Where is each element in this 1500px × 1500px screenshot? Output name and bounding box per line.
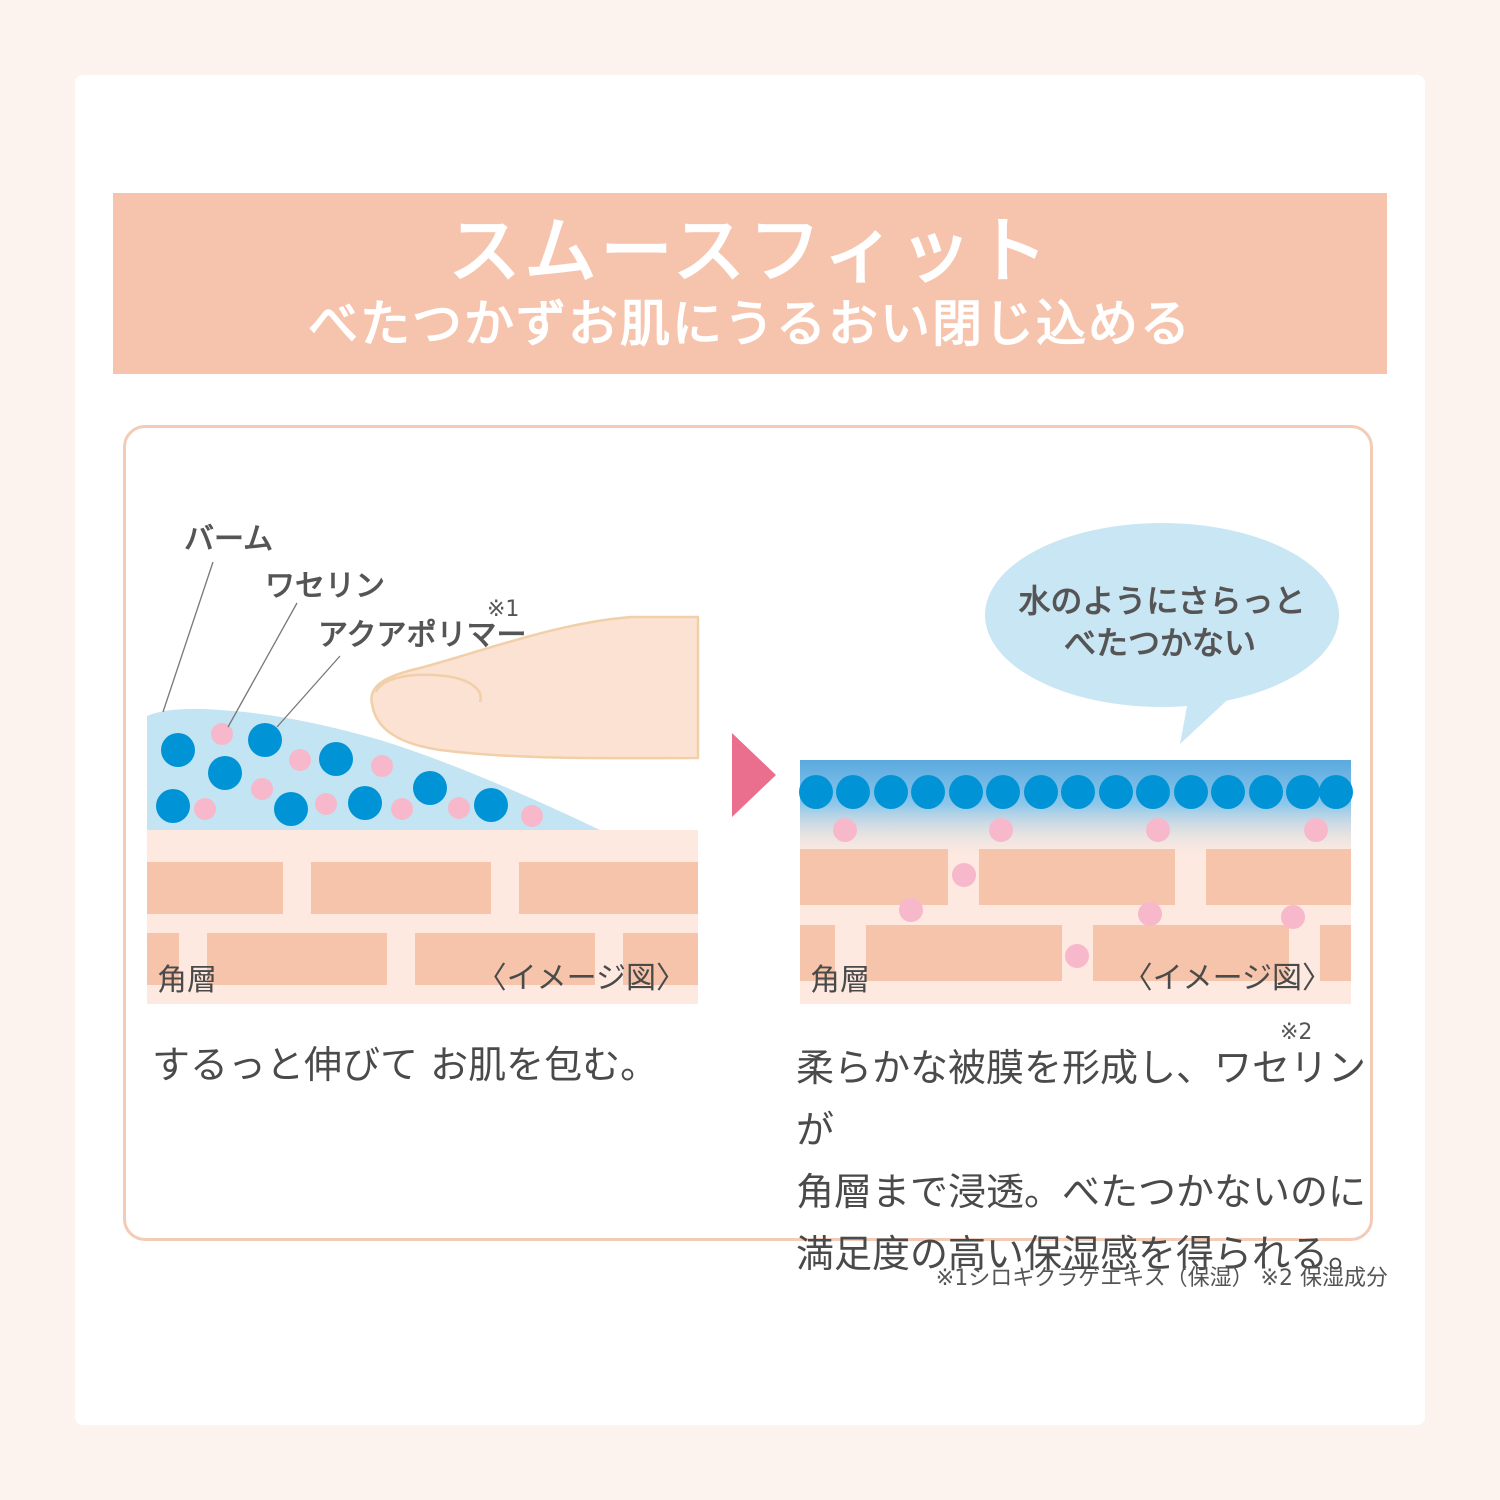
right-layer-label: 角層 [810,963,870,998]
label-balm: バーム [184,522,273,557]
left-skin-cells [147,862,698,985]
right-skin-cells [800,849,1351,981]
fingernail-icon [374,673,482,703]
speech-bubble: 水のようにさらっと べたつかない [985,523,1339,744]
finger-icon [370,615,700,760]
vaseline-penetration [833,818,1328,968]
title-banner: スムースフィット べたつかずお肌にうるおい閉じ込める [113,193,1387,374]
label-aqua-polymer-note: ※1 [487,597,519,622]
right-caption-line-1: 柔らかな被膜を形成し、ワセリンが [796,1046,1367,1152]
film-gradient-layer [800,760,1351,860]
right-image-note: 〈イメージ図〉 [1123,961,1332,996]
speech-bubble-line-2: べたつかない [1064,624,1256,662]
left-image-note: 〈イメージ図〉 [477,961,686,996]
right-caption-line-2: 角層まで浸透。べたつかないのに [796,1170,1367,1214]
left-caption: するっと伸びて お肌を包む。 [152,1043,659,1087]
caption-note-mark: ※2 [1280,1020,1313,1045]
banner-subtitle: べたつかずお肌にうるおい閉じ込める [308,295,1192,353]
banner-title: スムースフィット [448,209,1052,293]
footnote: ※1シロキクラゲエキス（保湿） ※2 保湿成分 [935,1266,1388,1291]
speech-bubble-line-1: 水のようにさらっと [1018,582,1305,620]
aqua-polymer-film [799,775,1353,809]
aqua-polymer-particles [156,723,508,826]
transition-arrow-icon [732,733,776,817]
label-aqua-polymer: アクアポリマー [318,618,527,653]
label-leader-lines [162,561,341,728]
right-caption-line-3: 満足度の高い保湿感を得られる。 [796,1232,1367,1276]
label-vaseline: ワセリン [265,569,385,604]
diagram-frame [123,425,1373,1241]
vaseline-particles [194,723,543,827]
right-caption: 柔らかな被膜を形成し、ワセリンが 角層まで浸透。べたつかないのに 満足度の高い保… [796,1037,1386,1285]
left-layer-label: 角層 [157,963,217,998]
